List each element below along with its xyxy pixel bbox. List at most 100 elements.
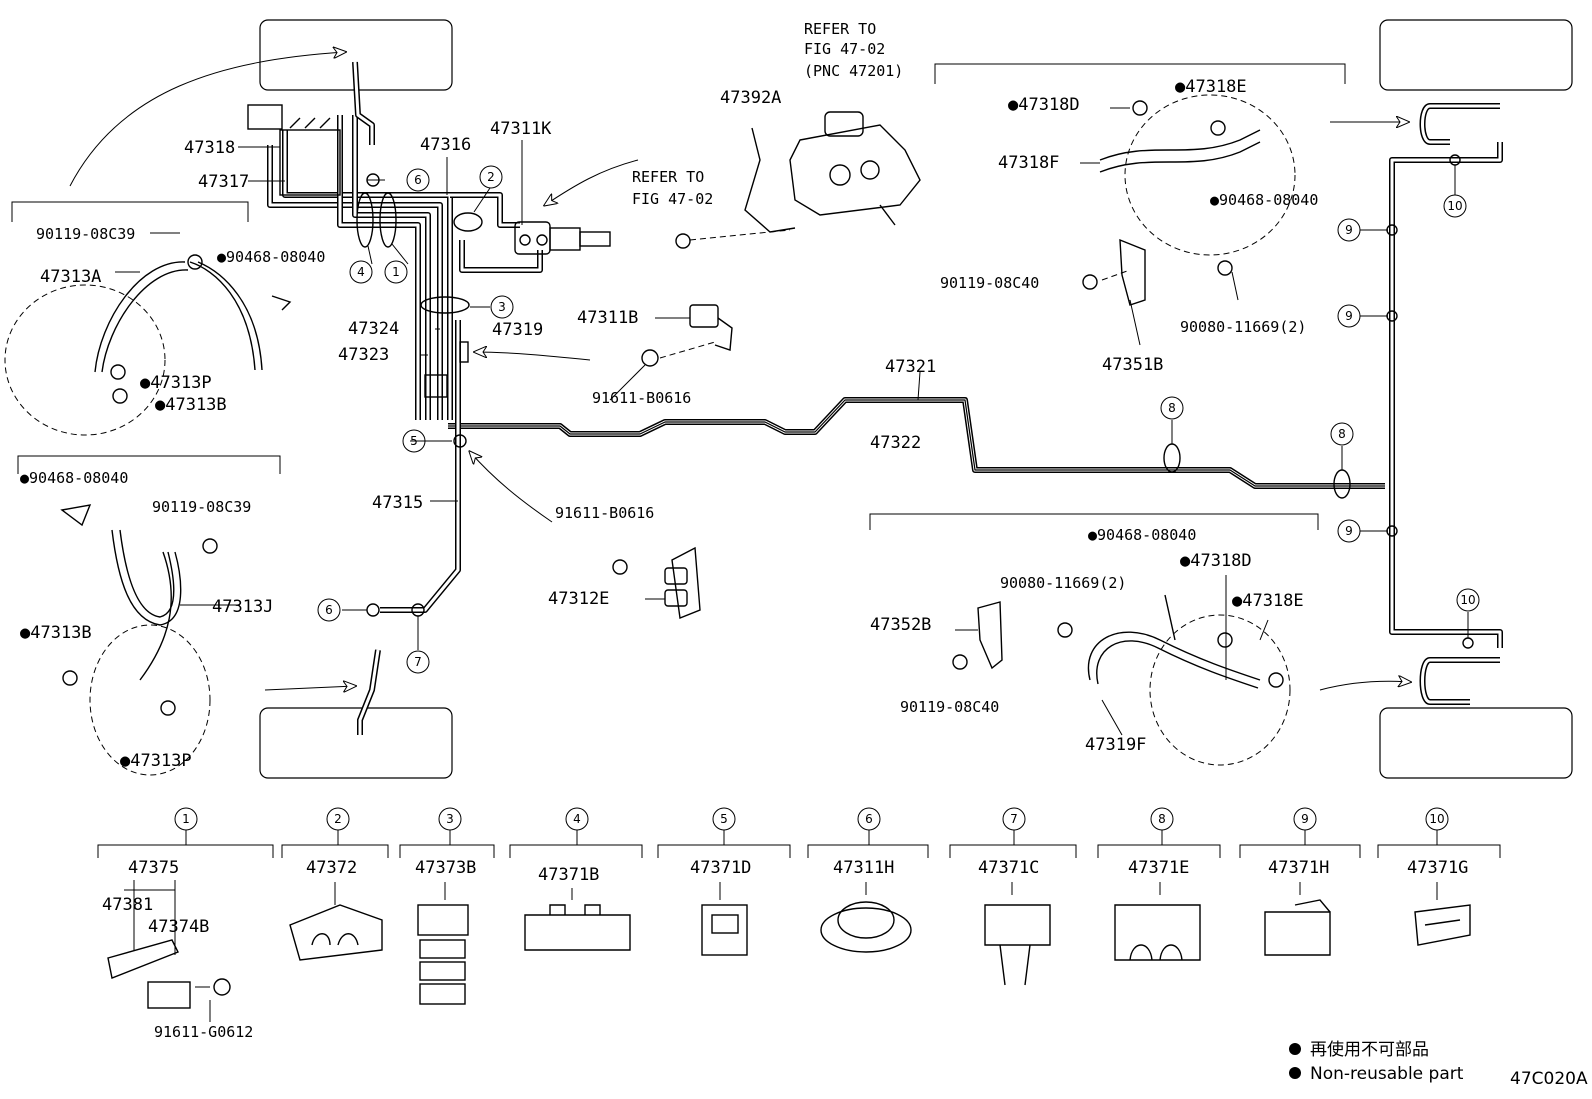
- svg-text:2: 2: [334, 812, 342, 826]
- label-47313p-b: ●47313P: [120, 751, 192, 771]
- label-47311b: 47311B: [577, 308, 638, 328]
- ref-box-bottom-right: [1379, 707, 1573, 779]
- label-47324: 47324: [348, 319, 399, 339]
- bracket-rear-left: [17, 455, 281, 474]
- label-47323: 47323: [338, 345, 389, 365]
- abs-actuator: [247, 104, 341, 196]
- bracket-47392a: [675, 127, 796, 249]
- svg-text:47371H: 47371H: [1268, 858, 1329, 878]
- callout-7: 7: [406, 650, 430, 674]
- svg-text:47375: 47375: [128, 858, 179, 878]
- bottom-group-9: 9 47371H: [1239, 807, 1361, 956]
- clip-bundle-lower: [424, 374, 448, 398]
- label-47311k: 47311K: [490, 119, 552, 139]
- clip-4: [379, 192, 397, 248]
- svg-text:3: 3: [498, 300, 506, 314]
- label-90080-11669-b: 90080-11669(2): [1000, 574, 1126, 592]
- svg-text:7: 7: [414, 655, 422, 669]
- bottom-group-6: 6 47311H: [807, 807, 929, 953]
- label-47322: 47322: [870, 433, 921, 453]
- callout-10a: 10: [1443, 194, 1467, 218]
- label-47318d-b: ●47318D: [1180, 551, 1252, 571]
- svg-text:47371D: 47371D: [690, 858, 751, 878]
- clip-1: [356, 192, 374, 248]
- arrow-to-master: [545, 159, 639, 205]
- label-90468-08040-d: ●90468-08040: [1088, 526, 1196, 544]
- callout-4: 4: [349, 260, 373, 284]
- label-47318e-b: ●47318E: [1232, 591, 1304, 611]
- svg-text:47371B: 47371B: [538, 865, 599, 885]
- bottom-group-8: 8 47371E: [1097, 807, 1221, 961]
- svg-text:10: 10: [1460, 593, 1475, 607]
- svg-text:47372: 47372: [306, 858, 357, 878]
- arrow-to-clip: [475, 352, 591, 361]
- svg-text:5: 5: [720, 812, 728, 826]
- svg-text:9: 9: [1345, 223, 1353, 237]
- svg-text:47373B: 47373B: [415, 858, 476, 878]
- svg-text:10: 10: [1429, 812, 1444, 826]
- svg-text:4: 4: [573, 812, 581, 826]
- pipe-right-riser: [1389, 142, 1503, 648]
- pipe-47315: [380, 320, 461, 613]
- svg-text:47371G: 47371G: [1407, 858, 1468, 878]
- diagram-code: 47C020A: [1510, 1069, 1588, 1089]
- clip-47319: [459, 341, 469, 363]
- label-90080-11669-a: 90080-11669(2): [1180, 318, 1306, 336]
- svg-text:8: 8: [1168, 401, 1176, 415]
- main-pipe-47321: [448, 397, 1385, 489]
- label-47318d-a: ●47318D: [1008, 95, 1080, 115]
- svg-text:2: 2: [487, 170, 495, 184]
- label-90119-08c39-a: 90119-08C39: [36, 225, 135, 243]
- arrow-to-bottom-right: [1319, 681, 1410, 691]
- label-47352b: 47352B: [870, 615, 931, 635]
- non-reusable-bullet-icon-2: [1289, 1067, 1301, 1079]
- svg-text:91611-G0612: 91611-G0612: [154, 1023, 253, 1041]
- label-47313j: 47313J: [212, 597, 273, 617]
- callout-8a: 8: [1160, 396, 1184, 420]
- arrow-to-top-left: [69, 52, 345, 187]
- svg-text:5: 5: [410, 434, 418, 448]
- svg-text:3: 3: [446, 812, 454, 826]
- u-pipe-top-right: [1419, 103, 1500, 145]
- label-47318f: 47318F: [998, 153, 1059, 173]
- master-cylinder: [789, 111, 921, 226]
- label-47318e-a: ●47318E: [1175, 77, 1247, 97]
- svg-text:8: 8: [1158, 812, 1166, 826]
- callout-6b: 6: [317, 598, 341, 622]
- clip-5: [453, 434, 467, 448]
- refer-upper-line2: FIG 47-02: [804, 40, 885, 58]
- svg-text:6: 6: [865, 812, 873, 826]
- bracket-47311b: [641, 304, 733, 367]
- leader-lines: [115, 107, 1469, 736]
- clip-2: [453, 212, 483, 232]
- label-47312e: 47312E: [548, 589, 609, 609]
- bottom-group-1: 1 47375 47381 47374B 91611-G0612: [97, 807, 274, 1041]
- svg-text:47374B: 47374B: [148, 917, 209, 937]
- callout-9c: 9: [1337, 519, 1361, 543]
- bracket-47312e: [612, 546, 701, 619]
- label-47313p-a: ●47313P: [140, 373, 212, 393]
- label-47321: 47321: [885, 357, 936, 377]
- legend: 再使用不可部品 Non-reusable part: [1289, 1039, 1464, 1084]
- svg-text:1: 1: [392, 265, 400, 279]
- svg-text:9: 9: [1301, 812, 1309, 826]
- legend-english: Non-reusable part: [1310, 1064, 1464, 1084]
- label-90468-08040-b: ●90468-08040: [20, 469, 128, 487]
- bottom-group-2: 2 47372: [281, 807, 389, 961]
- callout-10b: 10: [1456, 588, 1480, 612]
- callout-9a: 9: [1337, 218, 1361, 242]
- callout-5: 5: [402, 429, 426, 453]
- bottom-group-10: 10 47371G: [1377, 807, 1501, 946]
- label-47313a: 47313A: [40, 267, 101, 287]
- svg-text:4: 4: [357, 265, 365, 279]
- non-reusable-bullet-icon: [1289, 1043, 1301, 1055]
- label-47319f: 47319F: [1085, 735, 1146, 755]
- svg-text:10: 10: [1447, 199, 1462, 213]
- u-pipe-bottom-right: [1419, 657, 1500, 705]
- hose-47318f: [1082, 94, 1296, 306]
- hose-47313j: [60, 504, 218, 776]
- hose-47319f: [952, 594, 1291, 766]
- label-47313b-b: ●47313B: [20, 623, 92, 643]
- label-47316: 47316: [420, 135, 471, 155]
